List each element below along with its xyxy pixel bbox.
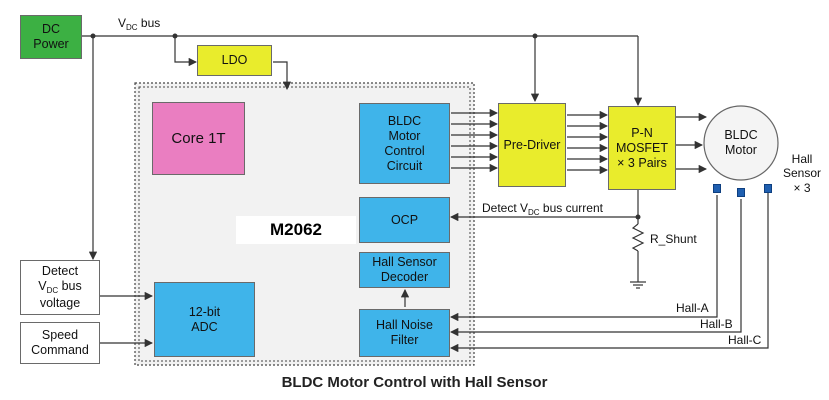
bldc-motor-circle bbox=[703, 105, 779, 181]
hall-a-label: Hall-A bbox=[676, 301, 709, 315]
ldo-block: LDO bbox=[197, 45, 272, 76]
hall-noise-filter-block: Hall Noise Filter bbox=[359, 309, 450, 357]
r-shunt-label: R_Shunt bbox=[650, 232, 697, 246]
pre-driver-block: Pre-Driver bbox=[498, 103, 566, 187]
hall-sensor-x3-label: Hall Sensor × 3 bbox=[783, 152, 822, 195]
core-1t-block: Core 1T bbox=[152, 102, 245, 175]
hall-sensor-c-square bbox=[764, 184, 772, 193]
hall-sensor-decoder-block: Hall Sensor Decoder bbox=[359, 252, 450, 288]
vdc-bus-label: VDC bus bbox=[118, 16, 161, 32]
m2062-chip-label: M2062 bbox=[236, 216, 356, 244]
ocp-block: OCP bbox=[359, 197, 450, 243]
dc-power-block: DC Power bbox=[20, 15, 82, 59]
bldc-motor-control-circuit-block: BLDC Motor Control Circuit bbox=[359, 103, 450, 184]
adc-block: 12-bit ADC bbox=[154, 282, 255, 357]
detect-voltage-line3: voltage bbox=[39, 295, 81, 310]
diagram-caption: BLDC Motor Control with Hall Sensor bbox=[281, 374, 548, 391]
detect-voltage-line2: VDC bus bbox=[38, 279, 82, 296]
speed-command-block: Speed Command bbox=[20, 322, 100, 364]
bldc-motor-label: BLDC Motor bbox=[724, 128, 758, 157]
hall-c-label: Hall-C bbox=[728, 333, 762, 347]
detect-voltage-line1: Detect bbox=[41, 264, 79, 279]
hall-b-label: Hall-B bbox=[700, 317, 733, 331]
hall-sensor-b-square bbox=[737, 188, 745, 197]
mosfet-block: P-N MOSFET × 3 Pairs bbox=[608, 106, 676, 190]
hall-sensor-a-square bbox=[713, 184, 721, 193]
detect-vdc-bus-voltage-block: Detect VDC bus voltage bbox=[20, 260, 100, 315]
detect-vdc-bus-current-label: Detect VDC bus current bbox=[482, 201, 603, 217]
